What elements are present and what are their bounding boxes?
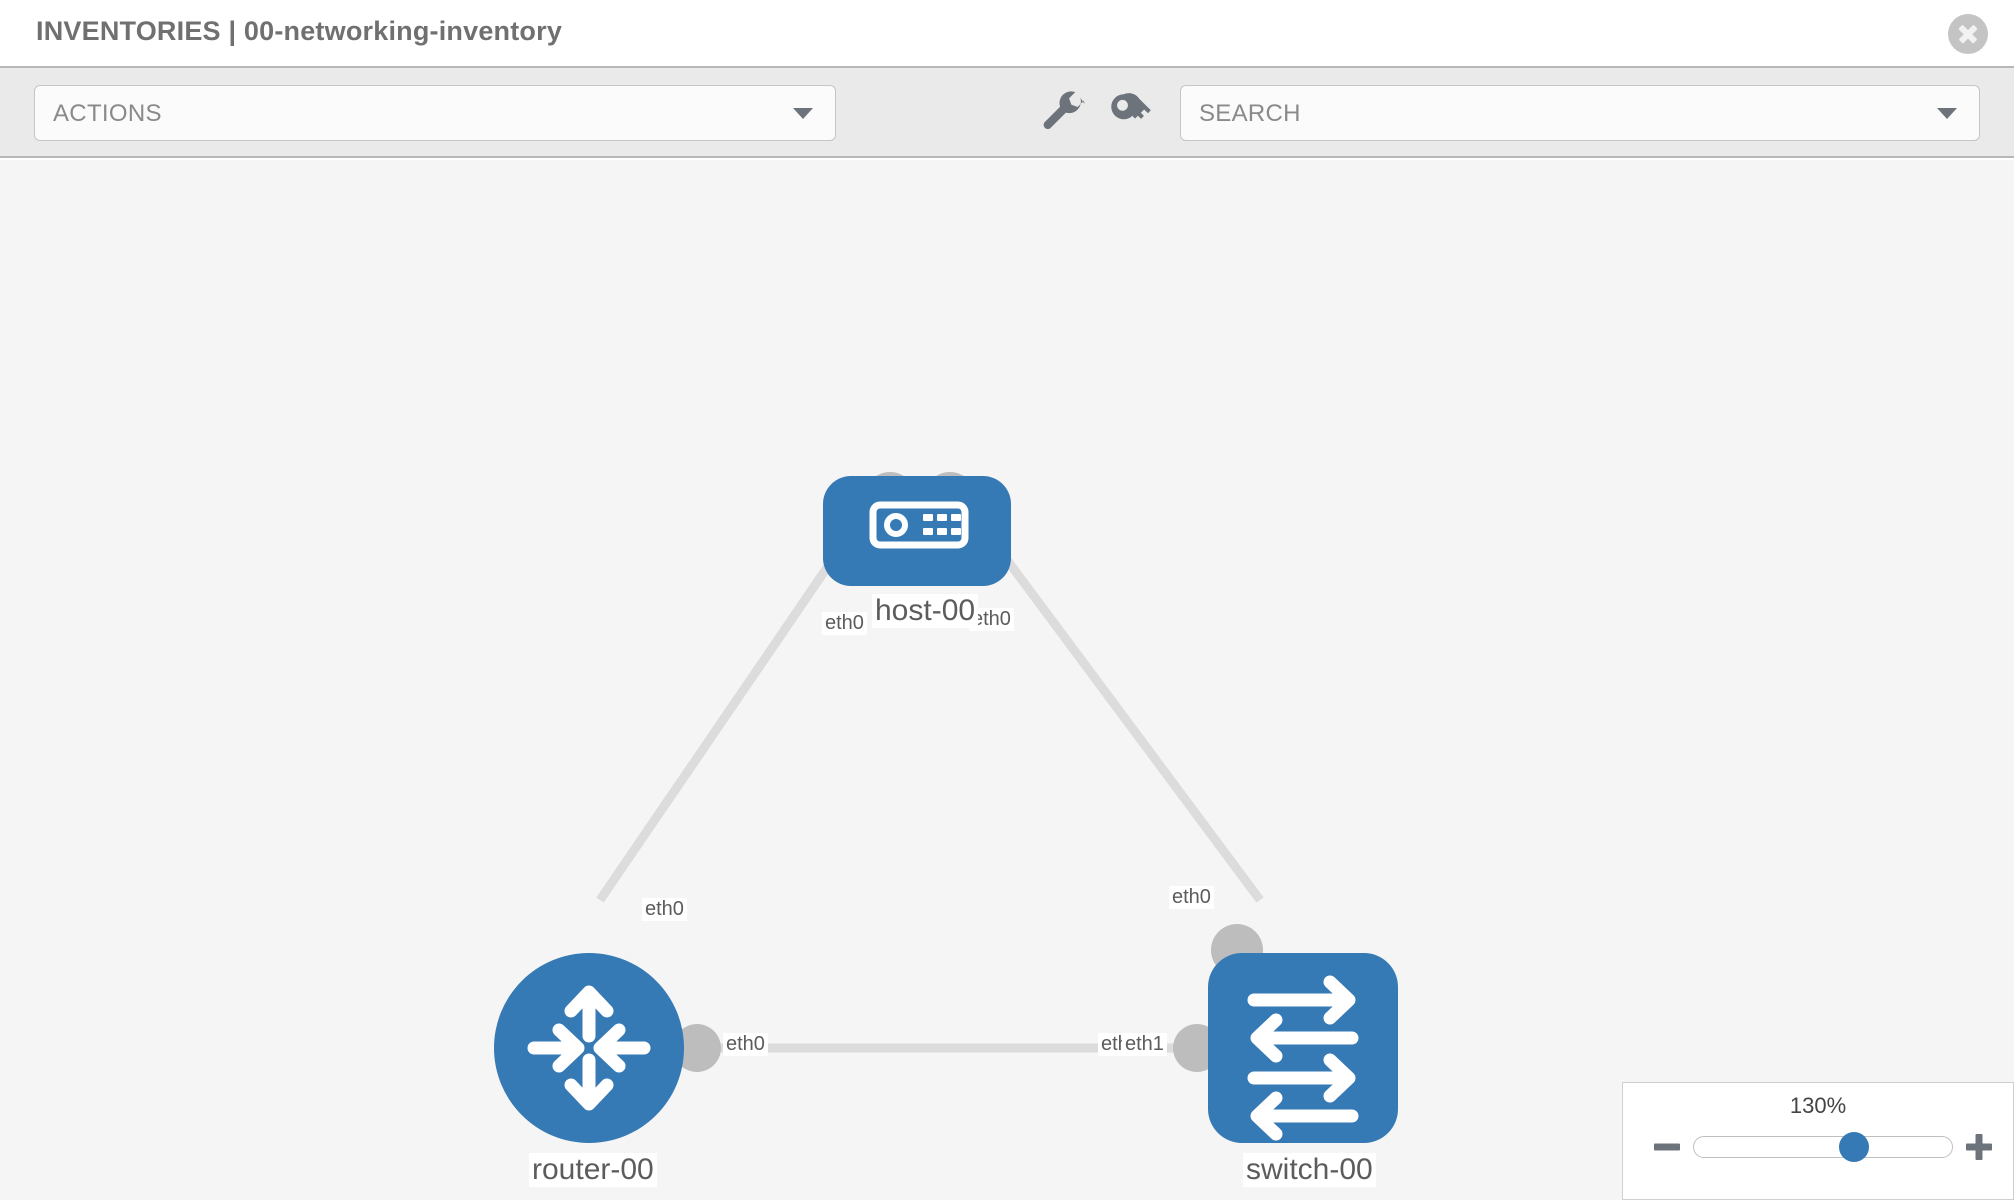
node-label-router-00[interactable]: router-00 <box>529 1153 657 1187</box>
close-icon[interactable] <box>1948 14 1988 54</box>
node-label-switch-00[interactable]: switch-00 <box>1243 1153 1376 1187</box>
page-title: INVENTORIES | 00-networking-inventory <box>36 16 563 46</box>
zoom-in-button[interactable] <box>1963 1131 1995 1163</box>
actions-dropdown[interactable]: ACTIONS <box>34 85 836 141</box>
page-header: INVENTORIES | 00-networking-inventory <box>0 0 2014 68</box>
zoom-control: 130% <box>1622 1082 2014 1200</box>
chevron-down-icon <box>793 108 813 119</box>
chevron-down-icon[interactable] <box>1937 108 1957 119</box>
wrench-icon[interactable] <box>1038 88 1088 138</box>
actions-dropdown-label: ACTIONS <box>53 100 162 127</box>
zoom-slider[interactable] <box>1693 1132 1953 1162</box>
node-router-00 <box>494 953 684 1143</box>
interface-label: eth0 <box>642 898 687 921</box>
search-input[interactable]: SEARCH <box>1180 85 1980 141</box>
zoom-level-label: 130% <box>1789 1093 1847 1118</box>
toolbar: ACTIONS SEARCH <box>0 68 2014 158</box>
connector-router00-right <box>673 1024 721 1072</box>
topology-graph <box>494 472 1398 1143</box>
key-icon[interactable] <box>1105 88 1155 138</box>
interface-label: eth0 <box>723 1033 768 1056</box>
node-switch-00 <box>1208 953 1398 1143</box>
interface-label: eth0 <box>822 612 867 635</box>
node-host-00 <box>823 476 1011 586</box>
search-placeholder: SEARCH <box>1199 100 1301 127</box>
interface-label: eth0 <box>1169 886 1214 909</box>
node-label-host-00[interactable]: host-00 <box>872 594 979 628</box>
zoom-slider-thumb[interactable] <box>1838 1132 1869 1162</box>
topology-canvas[interactable]: eth0 eth0 eth0 eth0 eth0 eth eth1 host-0… <box>0 160 2014 1200</box>
interface-label: eth0 <box>969 608 1014 631</box>
zoom-out-button[interactable] <box>1651 1131 1683 1163</box>
interface-label: eth1 <box>1122 1033 1167 1056</box>
